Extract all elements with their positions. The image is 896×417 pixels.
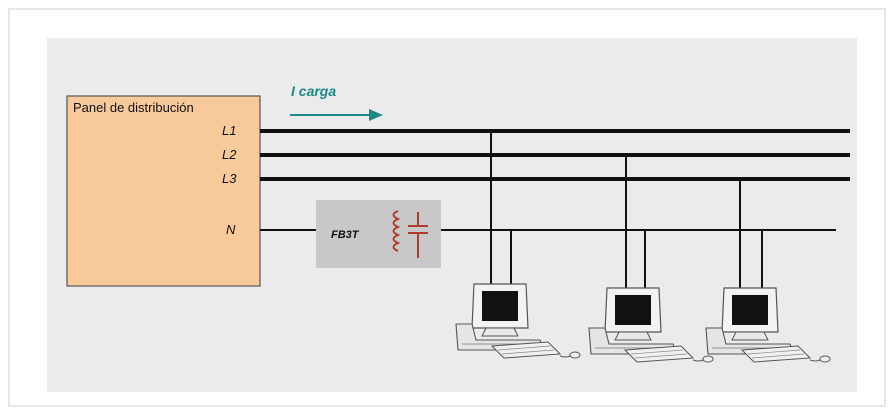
load-drop-3 [739,179,763,288]
load-drop-2 [625,155,646,288]
inductor-capacitor-icon [392,210,428,258]
computer-icon [455,283,581,359]
current-label: I carga [291,83,336,99]
computer-icon [705,287,831,363]
current-arrow-head [369,109,383,121]
computer-icon [588,287,714,363]
label-n: N [226,222,236,237]
filter-label: FB3T [331,229,360,241]
label-l1: L1 [222,123,236,138]
distribution-panel [66,95,261,287]
panel-title: Panel de distribución [73,100,194,115]
load-drop-1 [490,131,512,284]
label-l2: L2 [222,147,237,162]
label-l3: L3 [222,171,237,186]
